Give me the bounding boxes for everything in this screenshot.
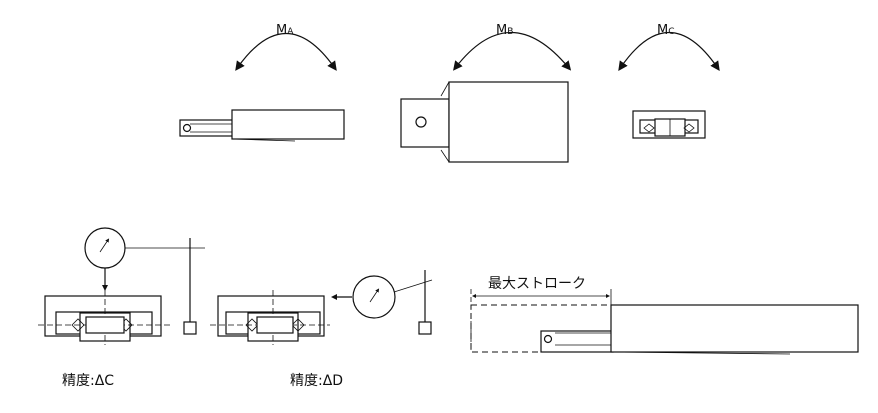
accuracy-c-group: 精度:ΔC	[38, 227, 205, 389]
moment-ma-arrow	[235, 32, 337, 71]
moment-ma-label: MA	[276, 23, 294, 38]
dial-gauge-d	[352, 275, 396, 319]
max-stroke-label: 最大ストローク	[488, 276, 586, 292]
dial-gauge-c	[84, 227, 126, 269]
actuator-front-view	[632, 110, 706, 139]
stroke-carriage-body	[610, 304, 859, 353]
accuracy-d-group: 精度:ΔD	[210, 270, 433, 389]
moment-mc-arrow	[618, 32, 720, 71]
accuracy-c-label: 精度:ΔC	[62, 373, 114, 389]
moment-ma-group: MA	[179, 23, 345, 142]
moment-mb-arrow	[453, 32, 572, 71]
moment-mb-group: MB	[400, 23, 572, 163]
max-stroke-group: 最大ストローク	[470, 276, 859, 355]
accuracy-d-label: 精度:ΔD	[290, 373, 343, 389]
actuator-side-view	[179, 109, 345, 142]
actuator-top-view	[400, 81, 569, 163]
moment-mb-label: MB	[496, 23, 513, 38]
moment-mc-label: MC	[657, 23, 675, 38]
moment-mc-group: MC	[618, 23, 720, 139]
